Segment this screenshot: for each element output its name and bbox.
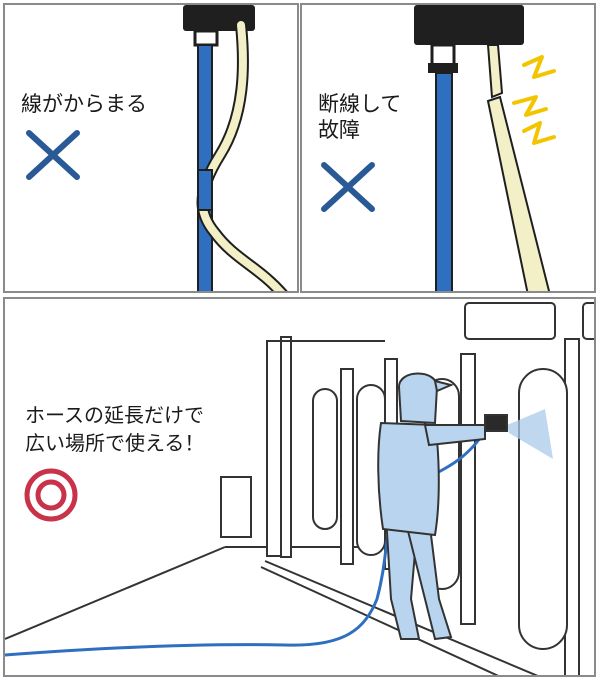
cross-mark <box>26 130 80 180</box>
panel-long-hose: ホースの延長だけで 広い場所で使える！ <box>3 297 596 677</box>
tangled-cable-illustration <box>26 5 288 291</box>
caption-long-hose: ホースの延長だけで 広い場所で使える！ <box>25 401 204 457</box>
cable-upper <box>486 44 504 99</box>
caption-line: ホースの延長だけで <box>25 403 204 427</box>
cable <box>198 21 285 291</box>
hose-fitting <box>193 29 219 47</box>
caption-line: 広い場所で使える！ <box>25 431 205 455</box>
spark-icon <box>512 55 556 145</box>
worker <box>377 372 508 641</box>
room-outline <box>5 546 539 675</box>
gun-body <box>414 5 524 45</box>
broken-cable-illustration <box>321 5 556 291</box>
hose-overlap <box>197 169 213 211</box>
panel-broken-cable: 断線して 故障 <box>300 3 596 293</box>
caption-tangled: 線がからまる <box>21 91 147 117</box>
caption-line: 断線して <box>318 92 402 116</box>
hose-clamp <box>428 63 458 73</box>
caption-line: 故障 <box>318 118 360 142</box>
hose <box>435 72 453 291</box>
spray-mist <box>507 409 553 459</box>
hose-fitting <box>430 43 456 67</box>
panel-tangled-cable: 線がからまる <box>3 3 299 293</box>
worker-illustration <box>5 302 594 675</box>
cross-mark <box>321 162 375 212</box>
caption-broken: 断線して 故障 <box>318 91 401 143</box>
double-circle-mark <box>24 468 78 522</box>
wall-box <box>220 476 252 538</box>
caption-line: 線がからまる <box>21 92 147 116</box>
cable-lower <box>486 95 551 291</box>
